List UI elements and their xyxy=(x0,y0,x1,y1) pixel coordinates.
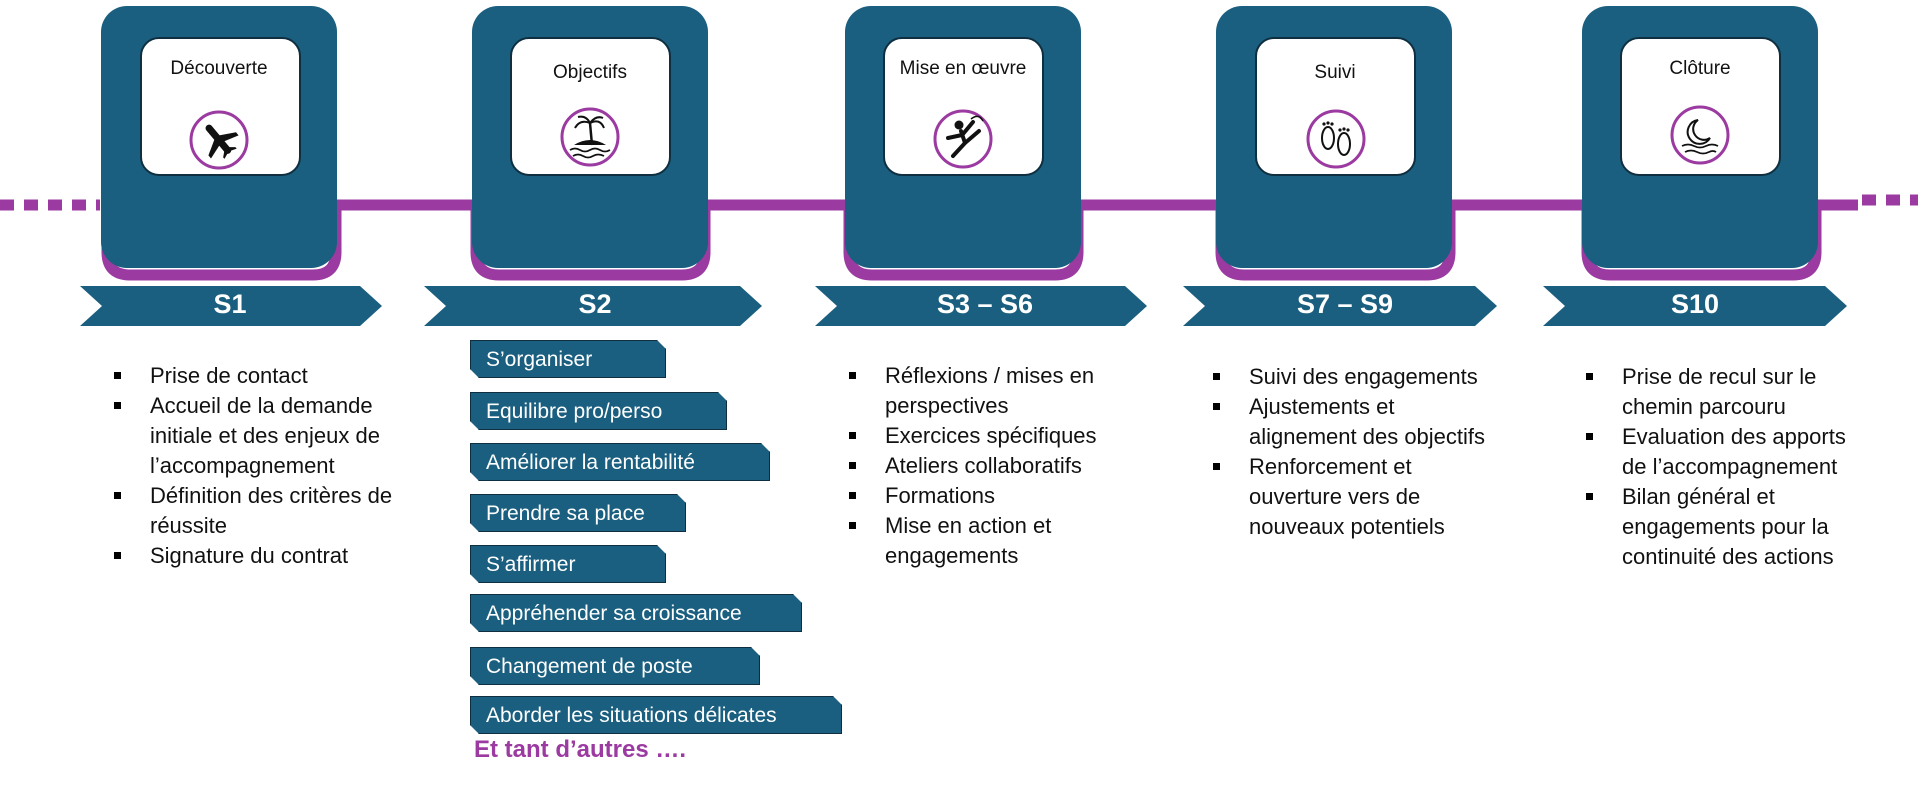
step-banner-s10 xyxy=(1543,286,1847,326)
list-item: Exercices spécifiques xyxy=(843,421,1133,451)
stage-list-s1: Prise de contact Accueil de la demande i… xyxy=(108,361,398,571)
moon-icon xyxy=(1670,105,1730,165)
list-item: Prise de contact xyxy=(108,361,398,391)
topic-tag-situations-delicates: Aborder les situations délicates xyxy=(470,696,842,734)
card-label-decouverte: Découverte xyxy=(170,58,268,79)
timeline-line xyxy=(101,199,1858,281)
list-item: Formations xyxy=(843,481,1133,511)
list-item: Signature du contrat xyxy=(108,541,398,571)
list-item: Réflexions / mises en perspectives xyxy=(843,361,1133,421)
card-label-cloture: Clôture xyxy=(1669,58,1731,79)
topic-tag-prendre-sa-place: Prendre sa place xyxy=(470,494,686,532)
card-label-objectifs: Objectifs xyxy=(553,62,627,83)
list-item: Suivi des engagements xyxy=(1207,362,1497,392)
step-label-s10: S10 xyxy=(1670,289,1720,319)
stage-list-s3-s6: Réflexions / mises en perspectives Exerc… xyxy=(843,361,1133,571)
topic-tag-affirmer: S’affirmer xyxy=(470,545,666,583)
list-item: Ajustements et alignement des objectifs xyxy=(1207,392,1497,452)
list-item: Ateliers collaboratifs xyxy=(843,451,1133,481)
step-banner-s7-s9 xyxy=(1183,286,1497,326)
topic-tag-organiser: S’organiser xyxy=(470,340,666,378)
step-banner-s2 xyxy=(424,286,762,326)
step-banner-s3-s6 xyxy=(815,286,1147,326)
more-topics-label: Et tant d’autres …. xyxy=(474,736,687,763)
footprints-icon xyxy=(1306,109,1366,169)
card-label-suivi: Suivi xyxy=(1314,62,1356,83)
step-label-s7-s9: S7 – S9 xyxy=(1296,289,1394,319)
island-icon xyxy=(560,107,620,167)
step-label-s1: S1 xyxy=(213,289,247,319)
airplane-icon xyxy=(189,110,249,170)
stage-list-s7-s9: Suivi des engagements Ajustements et ali… xyxy=(1207,362,1497,542)
list-item: Accueil de la demande initiale et des en… xyxy=(108,391,398,481)
kicking-figure-icon xyxy=(933,109,993,169)
topic-tag-changement-poste: Changement de poste xyxy=(470,647,760,685)
topic-tag-equilibre: Equilibre pro/perso xyxy=(470,392,727,430)
stage-list-s10: Prise de recul sur le chemin parcouru Ev… xyxy=(1580,362,1875,572)
list-item: Définition des critères de réussite xyxy=(108,481,398,541)
topic-tag-croissance: Appréhender sa croissance xyxy=(470,594,802,632)
list-item: Prise de recul sur le chemin parcouru xyxy=(1580,362,1875,422)
list-item: Bilan général et engagements pour la con… xyxy=(1580,482,1875,572)
step-label-s2: S2 xyxy=(578,289,612,319)
topic-tag-rentabilite: Améliorer la rentabilité xyxy=(470,443,770,481)
step-label-s3-s6: S3 – S6 xyxy=(936,289,1034,319)
card-label-mise-en-oeuvre: Mise en œuvre xyxy=(899,58,1027,79)
list-item: Mise en action et engagements xyxy=(843,511,1133,571)
list-item: Evaluation des apports de l’accompagneme… xyxy=(1580,422,1875,482)
list-item: Renforcement et ouverture vers de nouvea… xyxy=(1207,452,1497,542)
step-banner-s1 xyxy=(80,286,382,326)
